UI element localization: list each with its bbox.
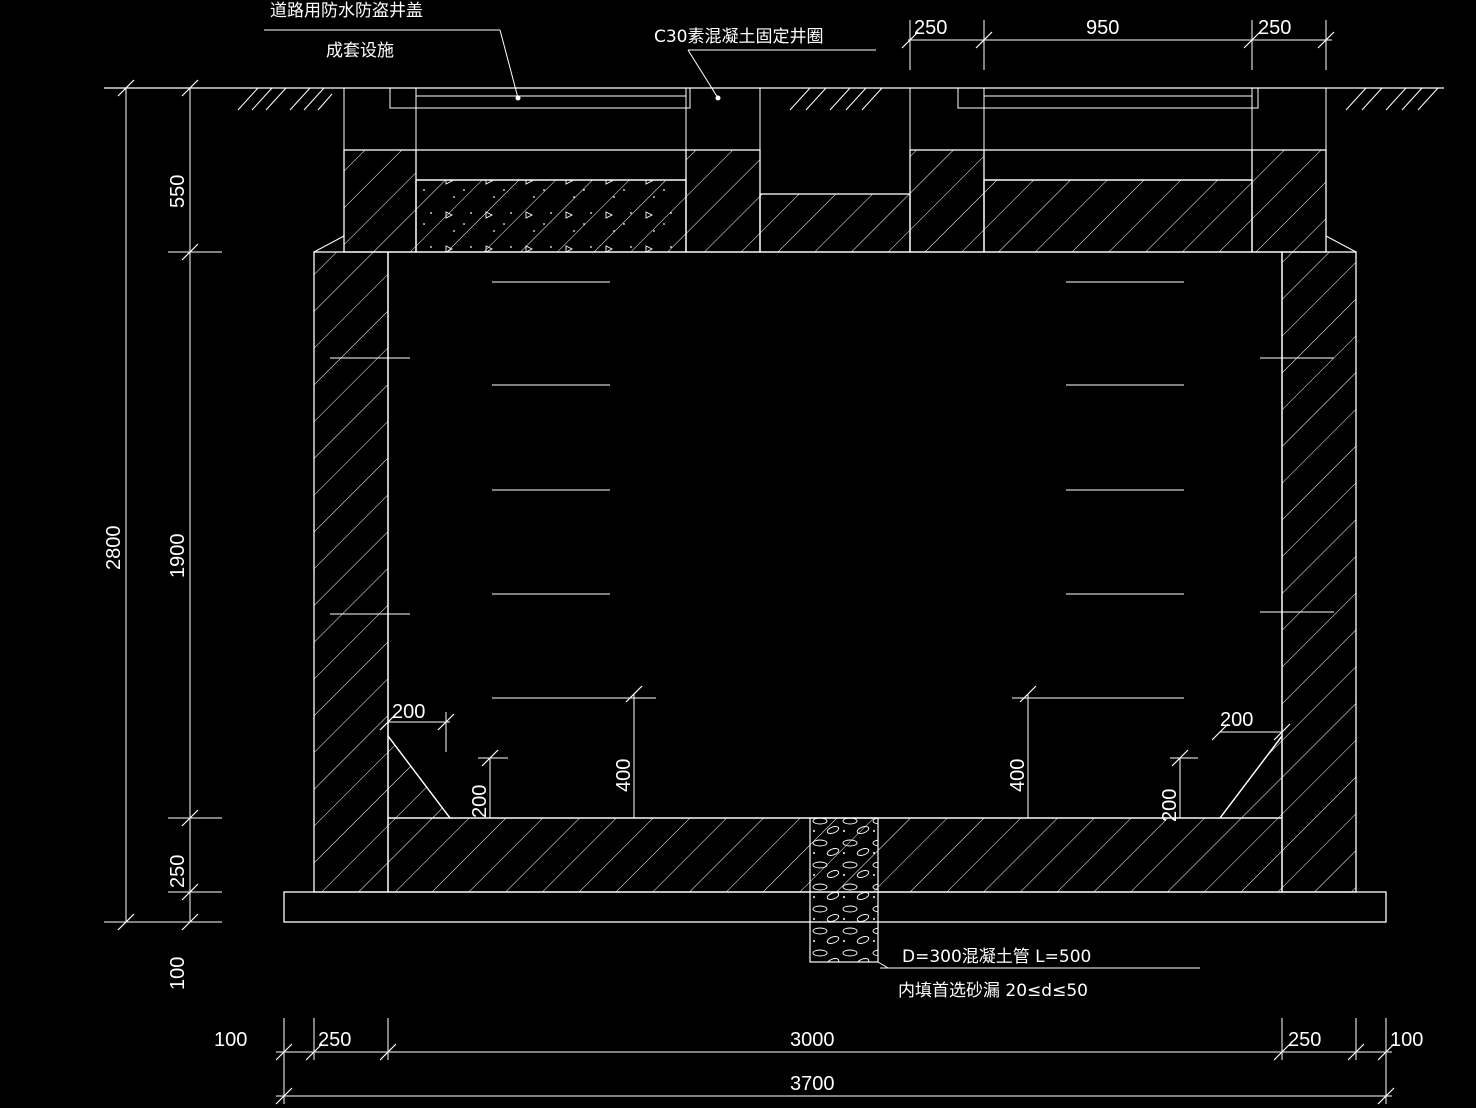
dim-left-total: 2800 [103,526,125,571]
cover-label-line1: 道路用防水防盗井盖 [270,1,423,21]
ground-line [104,87,1444,111]
cover-label-line2: 成套设施 [326,41,394,61]
ring-label: C30素混凝土固定井圈 [654,27,824,47]
dim-inner-400-right: 400 [1007,759,1029,792]
dim-inner-200-right-v: 200 [1159,789,1181,822]
text-labels: 道路用防水防盗井盖 成套设施 C30素混凝土固定井圈 D=300混凝土管 L=5… [103,1,1423,1095]
pipe-label-line2: 内填首选砂漏 20≤d≤50 [898,981,1088,1001]
left-dimensions [104,79,222,931]
dim-left-550: 550 [167,175,189,208]
dim-top-950: 950 [1086,17,1119,39]
dim-left-100: 100 [167,957,189,990]
dim-bottom-250-left: 250 [318,1029,351,1051]
dim-inner-200-left-v: 200 [469,785,491,818]
drain-pipe [809,817,879,963]
top-dimensions [901,20,1335,70]
dim-bottom-3700: 3700 [790,1073,835,1095]
dim-top-250-right: 250 [1258,17,1291,39]
dim-bottom-250-right: 250 [1288,1029,1321,1051]
dim-bottom-100-left: 100 [214,1029,247,1051]
leaders [264,29,1200,969]
dim-bottom-100-right: 100 [1390,1029,1423,1051]
bottom-dimensions [275,1018,1395,1105]
inner-dimensions [379,685,1291,818]
ladder-rungs [330,281,1334,699]
pipe-label-line1: D=300混凝土管 L=500 [902,947,1091,967]
dim-inner-400-left: 400 [613,759,635,792]
dim-inner-200-left: 200 [392,701,425,723]
dim-inner-200-right: 200 [1220,709,1253,731]
dim-left-250: 250 [167,855,189,888]
dim-top-250-left: 250 [914,17,947,39]
top-slab [343,87,1327,253]
dim-left-1900: 1900 [167,534,189,579]
dim-bottom-3000: 3000 [790,1029,835,1051]
